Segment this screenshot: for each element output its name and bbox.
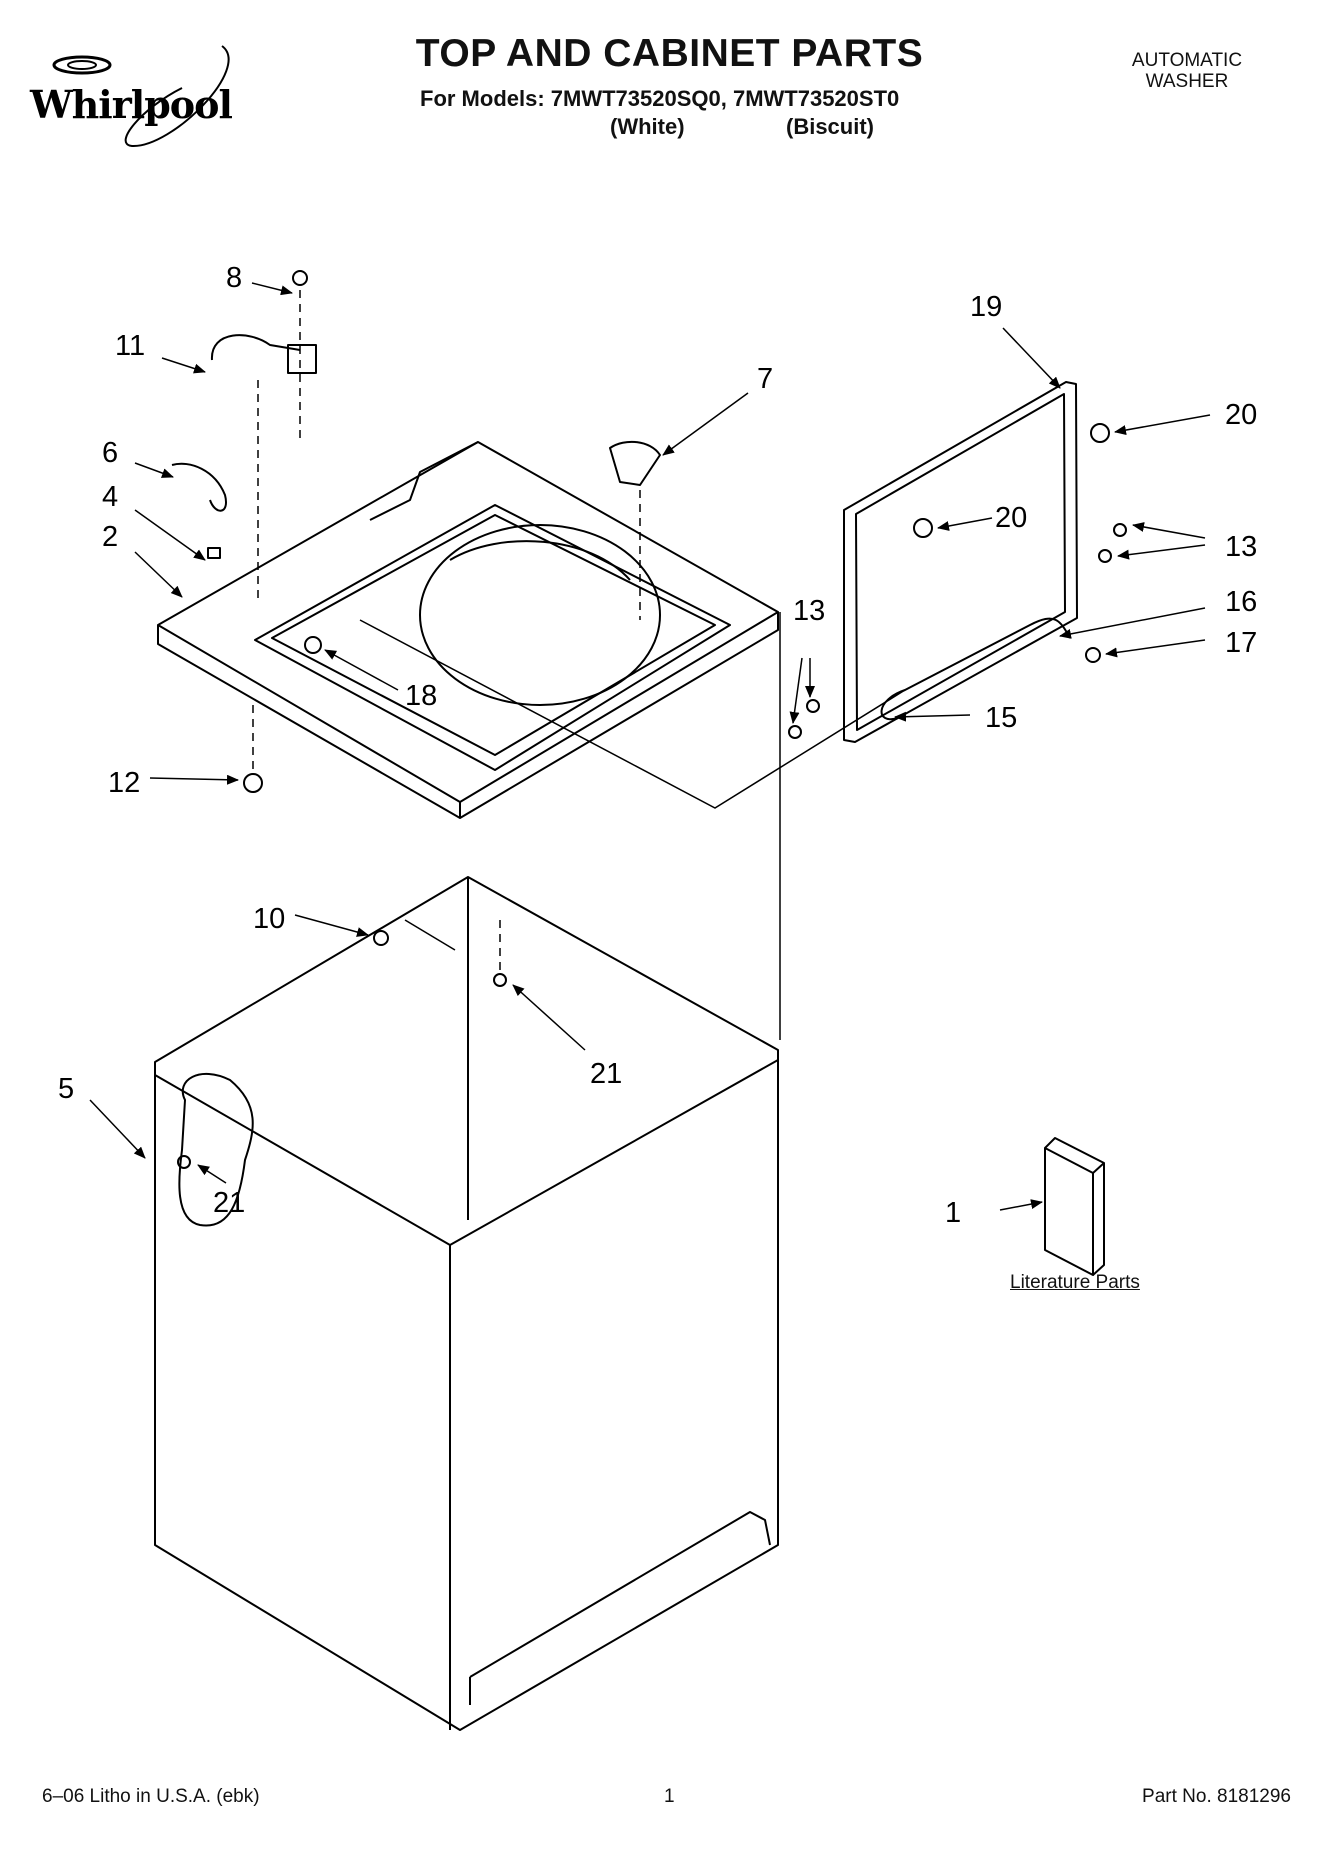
variant-white: (White) (610, 114, 685, 139)
assembly-guide-lines (252, 290, 641, 970)
literature-parts-label: Literature Parts (1010, 1272, 1140, 1293)
page-title: TOP AND CABINET PARTS (415, 32, 924, 75)
screw-13b-2 (788, 725, 802, 739)
variant-biscuit: (Biscuit) (786, 114, 874, 139)
callout-arrows (89, 282, 1211, 1211)
callout-2: 2 (102, 521, 118, 553)
footer-litho: 6–06 Litho in U.S.A. (ebk) (42, 1786, 260, 1807)
knob-part (609, 440, 661, 486)
bumper-20a (1090, 423, 1110, 443)
lid-switch-part (287, 344, 317, 374)
assembly-solid-lines (359, 612, 906, 1040)
callout-20a: 20 (1225, 399, 1257, 431)
footer-page-number: 1 (664, 1786, 675, 1807)
callout-11: 11 (115, 330, 145, 362)
callout-19: 19 (970, 291, 1002, 323)
callout-1: 1 (945, 1197, 961, 1229)
fill-nozzle-18 (304, 636, 322, 654)
callout-labels: 8 11 6 4 2 7 18 12 19 20 20 13 16 17 13 … (58, 262, 1257, 1229)
lid-frame (843, 381, 1078, 743)
callout-4: 4 (102, 481, 118, 513)
callout-21b: 21 (213, 1187, 245, 1219)
product-line-2: WASHER (1145, 71, 1229, 92)
callout-7: 7 (757, 363, 773, 395)
callout-16: 16 (1225, 586, 1257, 618)
logo-swoosh-icon (52, 45, 230, 148)
callout-5: 5 (58, 1073, 74, 1105)
nut-12 (243, 773, 263, 793)
product-line-1: AUTOMATIC (1131, 50, 1243, 71)
product-type: AUTOMATIC WASHER (1087, 50, 1287, 92)
screw-21a (493, 973, 507, 987)
literature-box (1044, 1137, 1105, 1276)
screw-13b-1 (806, 699, 820, 713)
screw-8 (292, 270, 308, 286)
callout-17: 17 (1225, 627, 1257, 659)
screw-10 (373, 930, 389, 946)
nut-17 (1085, 647, 1101, 663)
callout-12: 12 (108, 767, 140, 799)
models-line: For Models: 7MWT73520SQ0, 7MWT73520ST0 (420, 86, 900, 111)
whirlpool-logo: Whirlpool (22, 38, 262, 148)
callout-8: 8 (226, 262, 242, 294)
callout-21a: 21 (590, 1058, 622, 1090)
callout-13b: 13 (793, 595, 825, 627)
screw-13a-2 (1098, 549, 1112, 563)
cabinet (154, 876, 779, 1731)
callout-6: 6 (102, 437, 118, 469)
callout-18: 18 (405, 680, 437, 712)
screw-13a-1 (1113, 523, 1127, 537)
brand-wordmark: Whirlpool (30, 82, 233, 127)
callout-20b: 20 (995, 502, 1027, 534)
washer-top-panel (157, 441, 779, 819)
footer-part-number: Part No. 8181296 (1142, 1786, 1291, 1807)
hinge-rod (880, 617, 1071, 721)
callout-13a: 13 (1225, 531, 1257, 563)
callout-15: 15 (985, 702, 1017, 734)
screw-21b (177, 1155, 191, 1169)
switch-wire (210, 334, 301, 361)
bumper-20b (913, 518, 933, 538)
callout-10: 10 (253, 903, 285, 935)
bracket-part (207, 547, 221, 559)
clip-part (171, 462, 227, 512)
